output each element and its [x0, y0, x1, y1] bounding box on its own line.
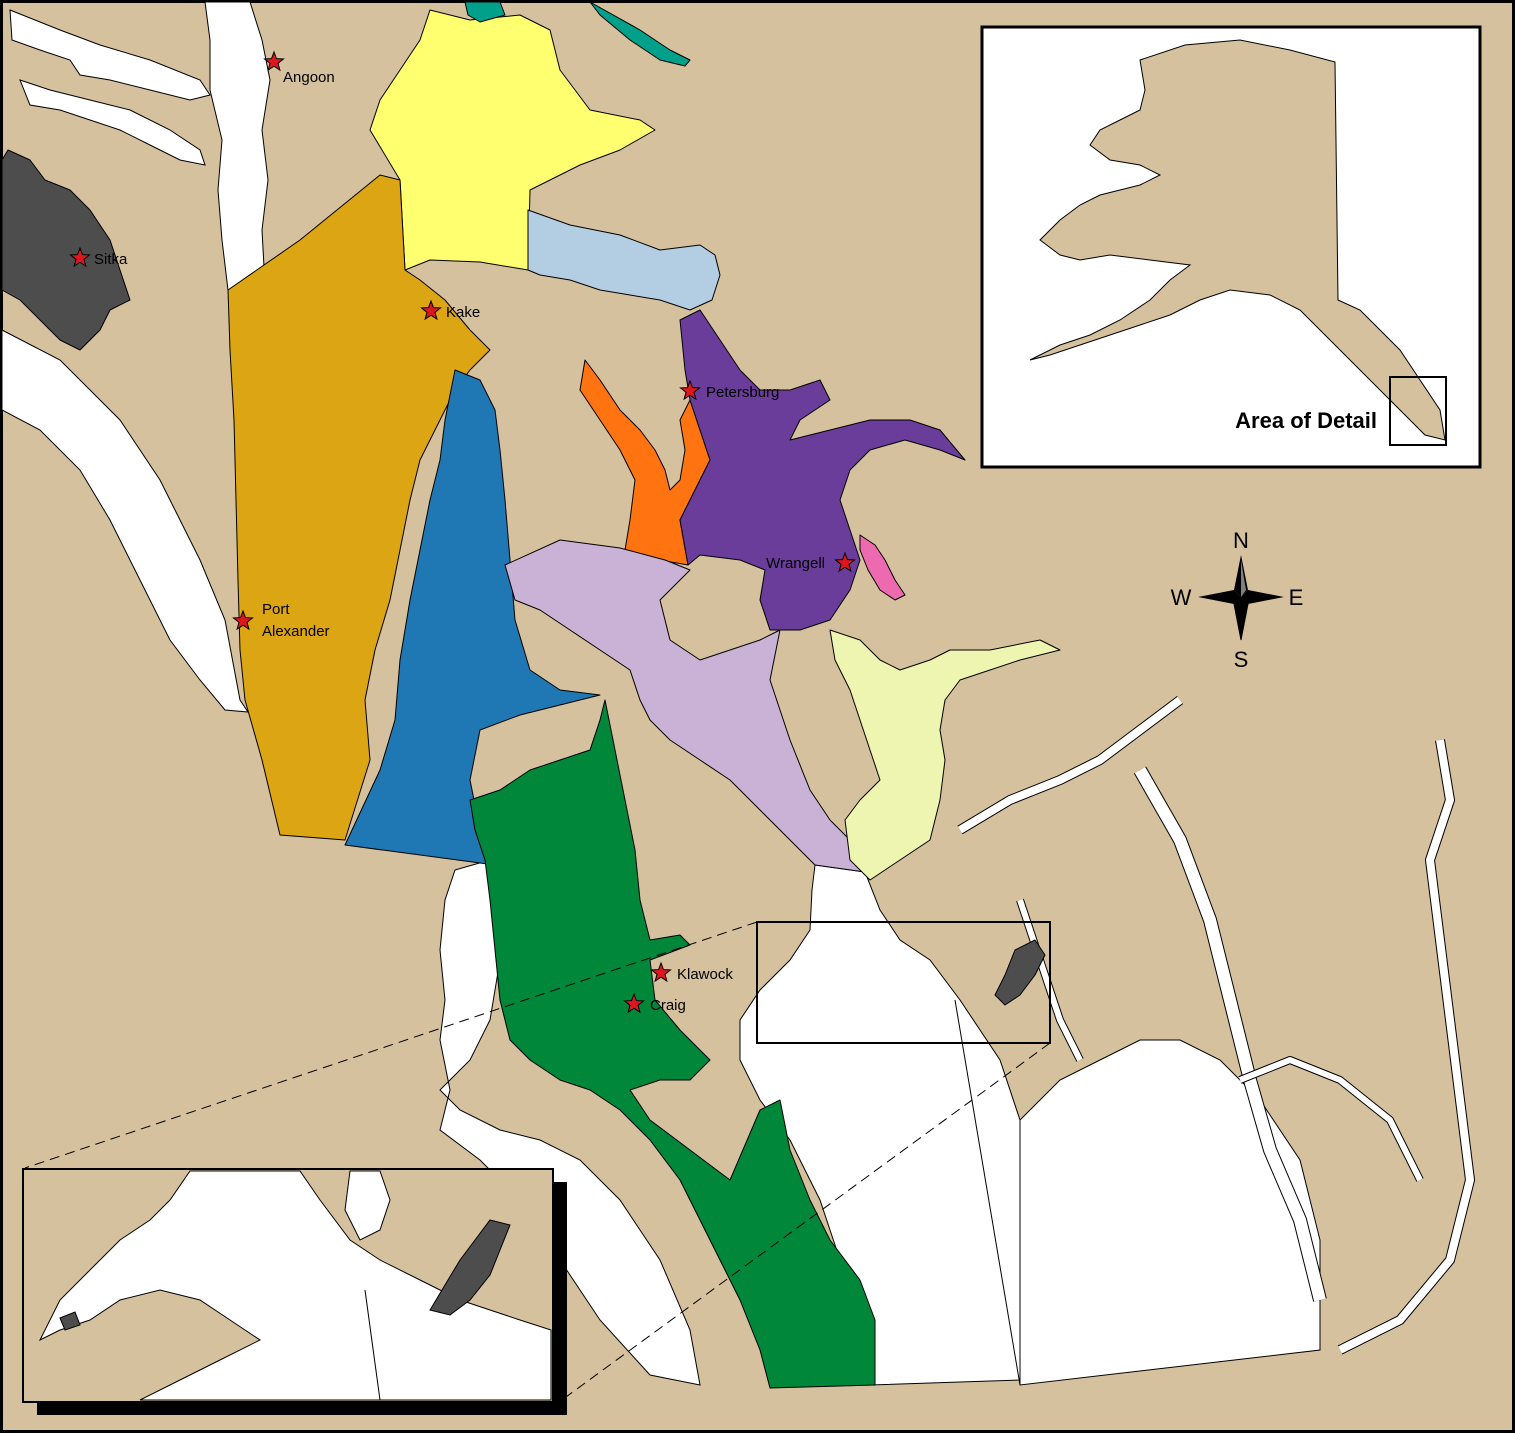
town-label: Kake: [446, 304, 480, 321]
region-detail-dark: [994, 939, 1046, 1006]
inset-connector-top: [24, 921, 758, 1169]
compass-s-label: S: [1234, 647, 1249, 672]
region-prince-of-wales: [469, 699, 876, 1389]
zoom-inset-dark-small: [59, 1311, 81, 1331]
region-sumner-west: [344, 369, 601, 866]
alaska-outline: [1029, 39, 1446, 441]
compass-east-point: [1241, 590, 1284, 604]
town-label-line1: Port: [262, 601, 290, 618]
town-star: [623, 992, 645, 1014]
town-label: Klawock: [677, 966, 733, 983]
outer-coast-baranof: [1, 329, 249, 713]
town-star: [650, 961, 672, 983]
region-teal-north: [464, 1, 506, 23]
town-craig: Craig: [623, 992, 686, 1014]
zoom-inset-district-line: [364, 1289, 381, 1401]
compass-w-label: W: [1171, 585, 1192, 610]
zoom-inset: [22, 1168, 567, 1415]
town-star: [69, 246, 91, 268]
town-star: [420, 299, 442, 321]
town-label: Wrangell: [766, 555, 825, 572]
town-markers: Angoon Sitka Kake Petersburg Wrangell Po…: [69, 50, 856, 1014]
region-ernest-sound: [829, 629, 1061, 881]
town-label: Sitka: [94, 251, 128, 268]
town-label: Craig: [650, 997, 686, 1014]
region-sitka: [1, 149, 131, 351]
town-petersburg: Petersburg: [679, 379, 779, 401]
inset-connector-bottom: [554, 1042, 1051, 1406]
compass-n-label: N: [1233, 528, 1249, 553]
town-sitka: Sitka: [69, 246, 128, 268]
zoom-inset-inlet: [344, 1170, 391, 1241]
compass-rose: N S E W: [1171, 528, 1304, 672]
region-teal-channel: [589, 1, 691, 67]
town-label: Petersburg: [706, 384, 779, 401]
region-chatham-north: [369, 9, 656, 271]
management-regions: [1, 1, 1061, 1389]
compass-north-highlight: [1241, 560, 1246, 597]
town-port-alexander: Port Alexander: [232, 601, 330, 640]
zoom-inset-dark-region: [429, 1219, 511, 1316]
peril-strait: [9, 9, 211, 101]
region-wrangell: [679, 309, 966, 631]
compass-west-point: [1198, 590, 1241, 604]
town-label-line2: Alexander: [262, 623, 330, 640]
town-star: [834, 551, 856, 573]
outer-coast-pow: [439, 859, 701, 1386]
town-klawock: Klawock: [650, 961, 733, 983]
region-frederick-sound: [527, 209, 721, 311]
ernest-sound-inlet-fill: [957, 696, 1183, 834]
locator-inset: Area of Detail: [980, 25, 1482, 469]
behm-canal-fill: [1134, 767, 1326, 1302]
town-wrangell: Wrangell: [766, 551, 856, 573]
northwest-inlet: [19, 79, 206, 166]
carroll-inlet-fill: [1238, 1057, 1423, 1182]
open-water: [1, 1, 1475, 1386]
detail-area-box: [756, 921, 1051, 1044]
town-angoon: Angoon: [263, 50, 335, 86]
boundary-lines: [24, 921, 1051, 1406]
town-star: [232, 609, 254, 631]
portland-canal-fill: [1338, 739, 1474, 1354]
zoom-inset-water: [38, 1170, 552, 1401]
district-line-1: [954, 999, 1021, 1386]
town-star: [679, 379, 701, 401]
town-kake: Kake: [420, 299, 480, 321]
compass-e-label: E: [1289, 585, 1304, 610]
locator-inset-title: Area of Detail: [1235, 408, 1377, 433]
town-label: Angoon: [283, 69, 335, 86]
town-star: [263, 50, 285, 72]
locator-detail-box: [1389, 376, 1447, 446]
region-stikine: [859, 534, 906, 601]
